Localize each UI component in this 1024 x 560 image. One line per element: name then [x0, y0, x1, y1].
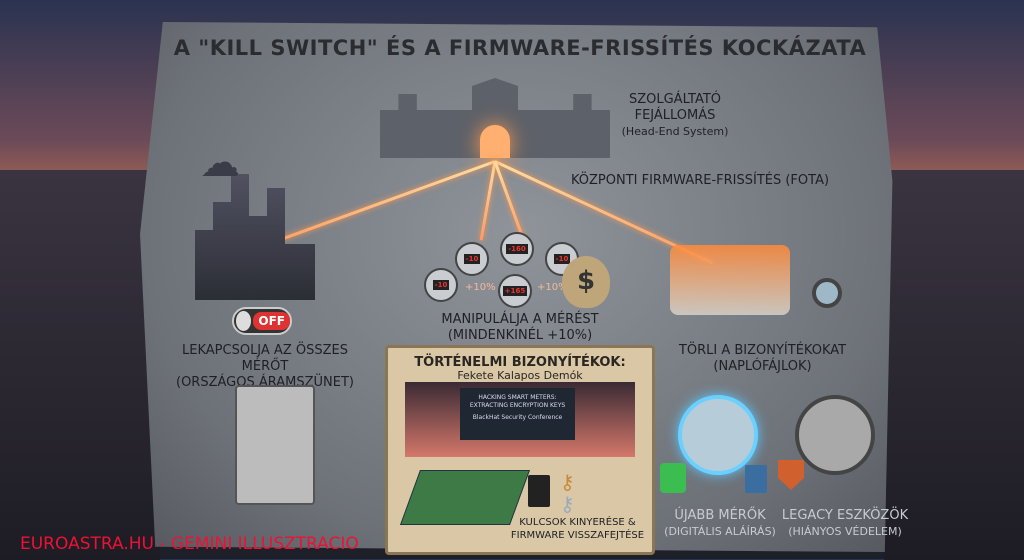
- manipulate-line1: MANIPULÁLJA A MÉRÉST: [441, 312, 599, 327]
- screen-line2: EXTRACTING ENCRYPTION KEYS: [469, 402, 566, 409]
- chip-icon: [528, 475, 550, 507]
- percent-label: +10%: [537, 282, 568, 293]
- town-right: [884, 170, 1024, 560]
- magnifier-icon: [812, 278, 842, 308]
- newer-line1: ÚJABB MÉRŐK: [674, 508, 766, 523]
- wall-switch-icon: [235, 385, 315, 505]
- watermark: EUROASTRA.HU - GEMINI ILLUSZTRACIO: [20, 534, 359, 554]
- manipulate-label: MANIPULÁLJA A MÉRÉST (MINDENKINÉL +10%): [420, 312, 620, 344]
- head-end-title: SZOLGÁLTATÓ FEJÁLLOMÁS: [628, 92, 722, 123]
- lock-icon: [660, 463, 686, 493]
- meter-icon: -10: [424, 268, 458, 302]
- meter-icon: +165: [498, 274, 532, 308]
- delete-line2: (NAPLÓFÁJLOK): [713, 359, 812, 374]
- meter-icon: -160: [500, 232, 534, 266]
- town-left: [0, 170, 160, 560]
- history-caption: KULCSOK KINYERÉSE & FIRMWARE VISSZAFEJTÉ…: [500, 516, 655, 542]
- off-toggle: OFF: [232, 307, 292, 335]
- screen-line3: BlackHat Security Conference: [472, 414, 563, 421]
- percent-label: +10%: [465, 282, 496, 293]
- legacy-meter-icon: [795, 395, 875, 475]
- storm-cloud-icon: ☁: [200, 140, 240, 186]
- burning-documents-icon: [670, 245, 790, 315]
- head-end-label: SZOLGÁLTATÓ FEJÁLLOMÁS (Head-End System): [600, 92, 750, 140]
- delete-line1: TÖRLI A BIZONYÍTÉKOKAT: [678, 343, 847, 358]
- head-end-subtitle: (Head-End System): [621, 125, 729, 138]
- manipulate-line2: (MINDENKINÉL +10%): [447, 328, 593, 343]
- meter-icon: -10: [455, 242, 489, 276]
- new-meter-icon: [678, 395, 758, 475]
- caption-line2: FIRMWARE VISSZAFEJTÉSE: [510, 530, 645, 541]
- page-title: A "KILL SWITCH" ÉS A FIRMWARE-FRISSÍTÉS …: [173, 36, 867, 60]
- delete-label: TÖRLI A BIZONYÍTÉKOKAT (NAPLÓFÁJLOK): [655, 343, 870, 375]
- money-bag-icon: $: [562, 256, 610, 308]
- kill-line1: LEKAPCSOLJA AZ ÖSSZES MÉRŐT: [182, 343, 348, 374]
- legacy-label: LEGACY ESZKÖZÖK (HIÁNYOS VÉDELEM): [780, 508, 910, 540]
- screen-line1: HACKING SMART METERS:: [478, 394, 557, 401]
- presentation-screen: HACKING SMART METERS: EXTRACTING ENCRYPT…: [460, 388, 575, 440]
- off-label: OFF: [253, 312, 290, 330]
- history-subtitle: Fekete Kalapos Demók: [457, 369, 583, 382]
- caption-line1: KULCSOK KINYERÉSE &: [519, 517, 636, 528]
- newer-line2: (DIGITÁLIS ALÁÍRÁS): [664, 525, 776, 538]
- key-icon: ⚷: [560, 470, 575, 494]
- kill-label: LEKAPCSOLJA AZ ÖSSZES MÉRŐT (ORSZÁGOS ÁR…: [160, 343, 370, 391]
- key-icon: ⚷: [560, 492, 575, 516]
- legacy-line2: (HIÁNYOS VÉDELEM): [788, 525, 902, 538]
- newer-label: ÚJABB MÉRŐK (DIGITÁLIS ALÁÍRÁS): [655, 508, 785, 540]
- castle-gate: [480, 125, 510, 158]
- legacy-line1: LEGACY ESZKÖZÖK: [781, 508, 909, 523]
- fota-label: KÖZPONTI FIRMWARE-FRISSÍTÉS (FOTA): [570, 173, 830, 188]
- history-title: TÖRTÉNELMI BIZONYÍTÉKOK:: [414, 355, 626, 370]
- signature-document-icon: [745, 465, 767, 493]
